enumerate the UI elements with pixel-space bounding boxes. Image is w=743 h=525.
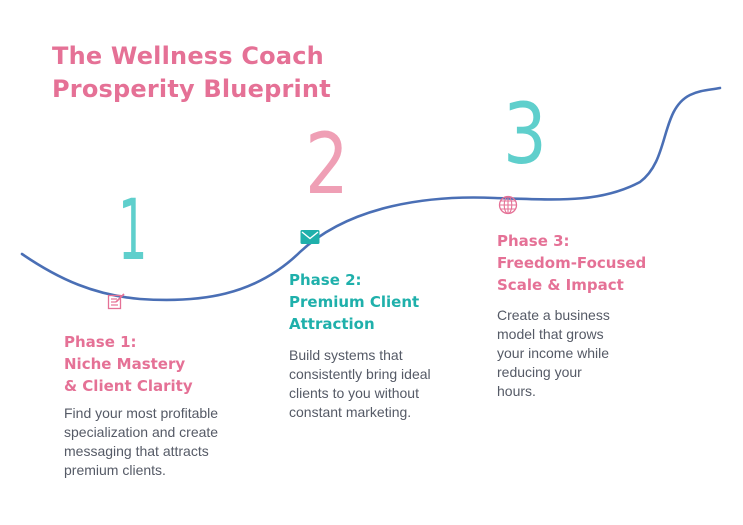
- step-3-description-line: your income while: [497, 345, 610, 361]
- step-1-description-line: specialization and create: [64, 424, 219, 440]
- step-2-heading-line: Attraction: [289, 315, 375, 333]
- step-2-description-line: Build systems that: [289, 347, 403, 363]
- step-3-number: 3: [503, 85, 547, 183]
- step-1-number: 1: [118, 181, 148, 279]
- step-3-heading-line: Scale & Impact: [497, 276, 624, 294]
- title-line-1: The Wellness Coach: [52, 42, 324, 70]
- step-3-description-line: hours.: [497, 383, 536, 399]
- globe-icon: [498, 195, 518, 215]
- step-2-description-line: clients to you without: [289, 385, 419, 401]
- step-2-description: Build systems that consistently bring id…: [289, 346, 431, 422]
- step-3-heading-line: Phase 3:: [497, 232, 570, 250]
- step-1-description-line: messaging that attracts: [64, 443, 209, 459]
- step-3-description: Create a business model that grows your …: [497, 306, 610, 401]
- step-2-heading: Phase 2: Premium Client Attraction: [289, 269, 419, 335]
- step-2-description-line: constant marketing.: [289, 404, 412, 420]
- step-1-heading-line: & Client Clarity: [64, 377, 193, 395]
- step-2-description-line: consistently bring ideal: [289, 366, 431, 382]
- step-3-description-line: model that grows: [497, 326, 604, 342]
- page-title: The Wellness Coach Prosperity Blueprint: [52, 40, 331, 106]
- step-3-description-line: Create a business: [497, 307, 610, 323]
- envelope-icon: [300, 229, 320, 245]
- edit-document-icon: [106, 291, 126, 311]
- title-line-2: Prosperity Blueprint: [52, 75, 331, 103]
- step-2-number: 2: [305, 115, 349, 213]
- step-2-heading-line: Phase 2:: [289, 271, 362, 289]
- step-1-heading-line: Phase 1:: [64, 333, 137, 351]
- step-1-description-line: premium clients.: [64, 462, 166, 478]
- step-1-description-line: Find your most profitable: [64, 405, 219, 421]
- step-1-heading: Phase 1: Niche Mastery & Client Clarity: [64, 331, 193, 397]
- step-2-heading-line: Premium Client: [289, 293, 420, 311]
- step-1-description: Find your most profitable specialization…: [64, 404, 218, 480]
- step-3-description-line: reducing your: [497, 364, 582, 380]
- step-3-heading-line: Freedom-Focused: [497, 254, 647, 272]
- step-1-heading-line: Niche Mastery: [64, 355, 186, 373]
- step-3-heading: Phase 3: Freedom-Focused Scale & Impact: [497, 230, 646, 296]
